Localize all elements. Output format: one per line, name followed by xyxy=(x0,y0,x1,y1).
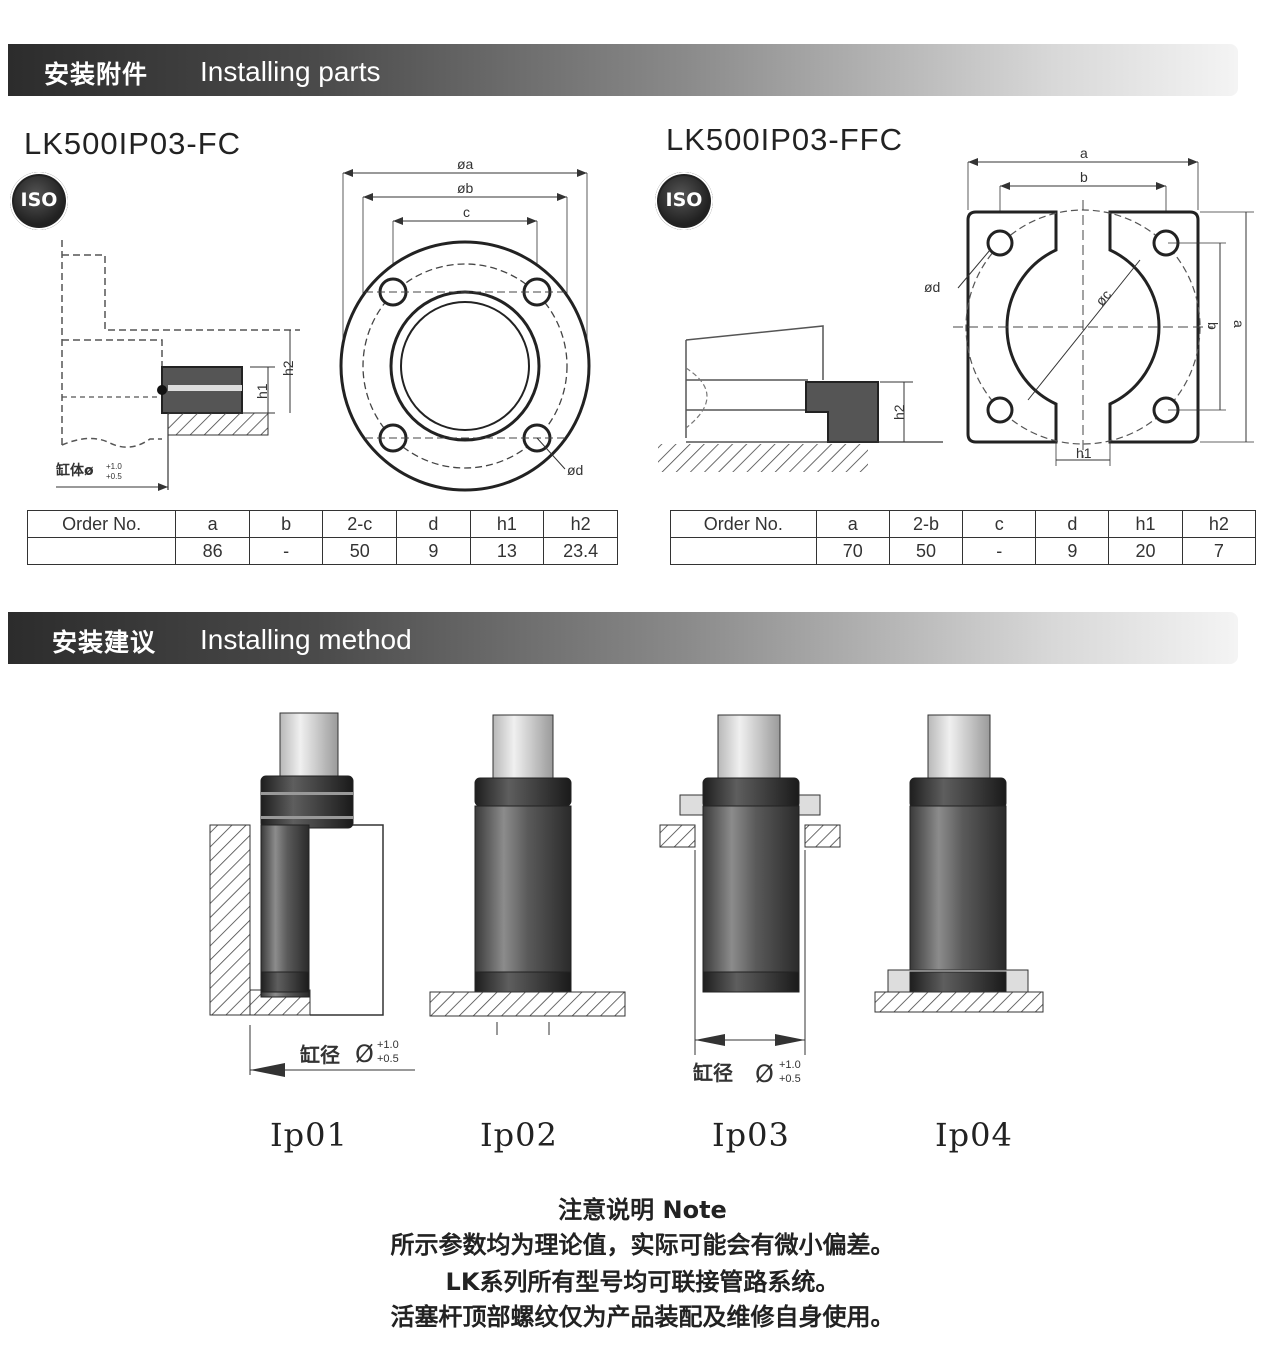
section-title-zh: 安装附件 xyxy=(44,60,149,89)
svg-text:a: a xyxy=(1231,320,1247,328)
section-title-en: Installing method xyxy=(200,624,412,655)
right-model-title: LK500IP03-FFC xyxy=(666,122,903,157)
ip01-tol-down: +0.5 xyxy=(377,1053,399,1065)
table-cell: 20 xyxy=(1108,537,1183,565)
method-label-ip03: Ip03 xyxy=(712,1116,790,1154)
table-header-cell: Order No. xyxy=(26,510,177,538)
section-banner-installing-method: 安装建议 Installing method xyxy=(8,612,1238,664)
table-cell xyxy=(670,537,817,565)
table-cell: 13 xyxy=(469,537,545,565)
table-header-cell: a xyxy=(815,510,890,538)
table-cell: 86 xyxy=(175,537,250,565)
left-oa-label: øa xyxy=(457,156,474,172)
left-bore-tol-down: +0.5 xyxy=(106,472,122,481)
method-label-ip02: Ip02 xyxy=(480,1116,558,1154)
right-flange-front-view: a b øc ød b a h1 xyxy=(924,145,1254,466)
table-row: Order No. a b 2-c d h1 h2 xyxy=(26,510,618,538)
right-h1-label: h1 xyxy=(1076,445,1092,461)
left-bore-tol-up: +1.0 xyxy=(106,462,122,471)
left-model-title: LK500IP03-FC xyxy=(24,126,242,161)
table-cell: 9 xyxy=(1035,537,1110,565)
method-ip02-drawing xyxy=(429,714,626,1035)
table-row: Order No. a 2-b c d h1 h2 xyxy=(670,510,1257,538)
note-line: 所示参数均为理论值，实际可能会有微小偏差。 xyxy=(390,1231,895,1259)
table-header-cell: c xyxy=(962,510,1037,538)
iso-badge-icon: ISO xyxy=(10,172,68,230)
table-cell: 23.4 xyxy=(543,537,618,565)
table-header-cell: d xyxy=(396,510,471,538)
table-header-cell: h2 xyxy=(1181,510,1257,538)
ip03-bore-symbol: Ø xyxy=(755,1060,774,1088)
svg-text:b: b xyxy=(1205,322,1221,330)
ip01-tol-up: +1.0 xyxy=(377,1039,399,1051)
left-bore-label: 缸体ø xyxy=(56,462,94,479)
note-line: 活塞杆顶部螺纹仅为产品装配及维修自身使用。 xyxy=(390,1303,895,1331)
left-spec-table: Order No. a b 2-c d h1 h2 86 - 50 9 13 2… xyxy=(26,510,618,565)
table-cell: 50 xyxy=(322,537,398,565)
iso-badge-text: ISO xyxy=(20,189,58,211)
table-header-cell: b xyxy=(248,510,324,538)
ip03-tol-down: +0.5 xyxy=(779,1073,801,1085)
left-ob-label: øb xyxy=(457,180,474,196)
table-header-cell: 2-b xyxy=(888,510,964,538)
table-cell: 9 xyxy=(396,537,471,565)
table-header-cell: d xyxy=(1035,510,1110,538)
ip01-bore-label: 缸径 xyxy=(300,1043,340,1067)
section-banner-installing-parts: 安装附件 Installing parts xyxy=(8,44,1238,96)
method-ip04-drawing xyxy=(874,714,1044,1013)
left-od-label: ød xyxy=(567,462,583,478)
ip03-bore-label: 缸径 xyxy=(693,1061,733,1085)
table-cell: 50 xyxy=(888,537,964,565)
left-side-view-drawing: h1 h2 缸体ø +1.0 +0.5 xyxy=(56,240,300,491)
right-oc-label: øc xyxy=(1092,287,1114,309)
left-h1-label: h1 xyxy=(254,383,270,399)
table-header-cell: Order No. xyxy=(670,510,817,538)
left-flange-front-view: øa øb c ød xyxy=(339,156,591,492)
method-label-ip04: Ip04 xyxy=(935,1116,1013,1154)
right-od-label: ød xyxy=(924,279,940,295)
section-title-zh: 安装建议 xyxy=(52,628,157,657)
table-cell: - xyxy=(962,537,1037,565)
table-header-cell: a xyxy=(175,510,250,538)
section-title-en: Installing parts xyxy=(200,56,381,87)
table-header-cell: h2 xyxy=(543,510,618,538)
left-c-label: c xyxy=(463,204,470,220)
table-cell: - xyxy=(248,537,324,565)
right-spec-table: Order No. a 2-b c d h1 h2 70 50 - 9 20 7 xyxy=(670,510,1257,565)
method-ip01-drawing: 缸径 Ø +1.0 +0.5 xyxy=(209,712,415,1077)
right-a-label: a xyxy=(1080,145,1088,161)
method-label-ip01: Ip01 xyxy=(270,1116,348,1154)
iso-badge-text: ISO xyxy=(665,189,703,211)
table-cell: 70 xyxy=(815,537,890,565)
table-header-cell: h1 xyxy=(1108,510,1183,538)
method-ip03-drawing: 缸径 Ø +1.0 +0.5 xyxy=(659,714,841,1088)
ip01-bore-symbol: Ø xyxy=(355,1040,374,1068)
table-header-cell: h1 xyxy=(469,510,545,538)
iso-badge-icon: ISO xyxy=(655,172,713,230)
right-side-view-drawing: h2 xyxy=(658,325,943,472)
ip03-tol-up: +1.0 xyxy=(779,1059,801,1071)
note-line: LK系列所有型号均可联接管路系统。 xyxy=(445,1268,840,1296)
table-header-cell: 2-c xyxy=(322,510,398,538)
left-h2-label: h2 xyxy=(280,360,296,376)
table-cell xyxy=(26,537,177,565)
table-cell: 7 xyxy=(1181,537,1257,565)
table-row: 70 50 - 9 20 7 xyxy=(670,537,1257,565)
note-title: 注意说明 Note xyxy=(558,1196,727,1224)
table-row: 86 - 50 9 13 23.4 xyxy=(26,537,618,565)
right-h2-label: h2 xyxy=(891,404,907,420)
right-b-label: b xyxy=(1080,169,1088,185)
